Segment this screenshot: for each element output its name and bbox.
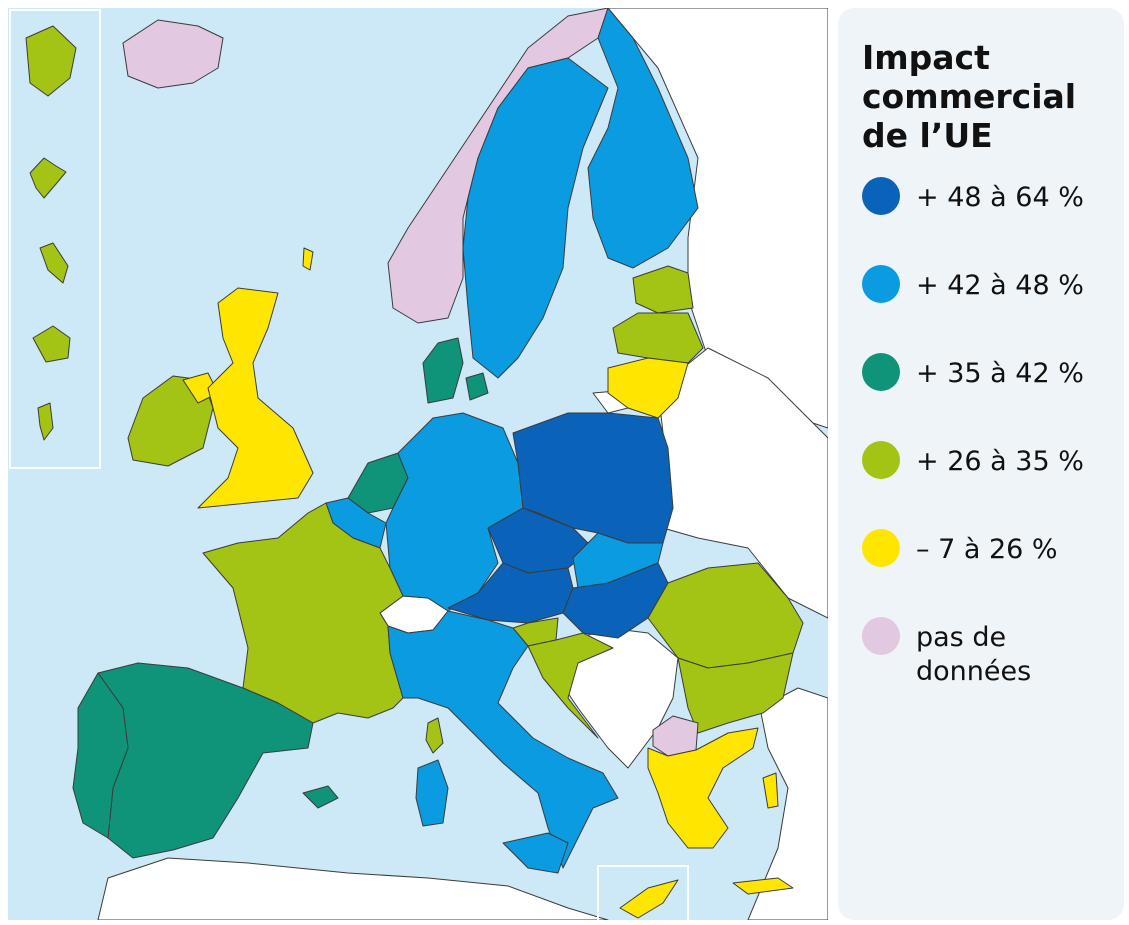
legend-label: + 48 à 64 %	[916, 182, 1084, 213]
region-bulgaria	[677, 652, 794, 734]
region-shetland	[302, 247, 314, 271]
overseas-inset-frame	[9, 9, 101, 469]
legend-label: + 42 à 48 %	[916, 270, 1084, 301]
region-balearic-islands	[302, 785, 339, 809]
region-sardinia	[415, 759, 449, 827]
region-sicily	[502, 832, 569, 874]
region-denmark-islands	[465, 372, 489, 401]
region-martinique	[39, 242, 69, 284]
region-france	[202, 502, 404, 724]
region-italy	[387, 610, 619, 869]
legend-item: + 26 à 35 %	[862, 441, 1124, 533]
region-corsica	[425, 717, 444, 754]
legend-panel: Impact commercial de l’UE + 48 à 64 % + …	[838, 8, 1124, 920]
legend-item: pas de données	[862, 617, 1124, 709]
region-reunion	[32, 325, 71, 363]
region-sweden	[462, 57, 609, 379]
legend-label: – 7 à 26 %	[916, 534, 1058, 565]
legend-list: + 48 à 64 % + 42 à 48 % + 35 à 42 % + 26…	[862, 177, 1124, 709]
legend-swatch-42-48	[862, 265, 900, 303]
region-guyane	[25, 25, 77, 97]
region-iceland	[122, 19, 224, 89]
europe-map	[8, 8, 828, 920]
turkey-land	[747, 687, 828, 920]
region-cyprus	[619, 879, 679, 919]
legend-swatch-no-data	[862, 617, 900, 655]
legend-item: + 48 à 64 %	[862, 177, 1124, 269]
legend-swatch-35-42	[862, 353, 900, 391]
region-mayotte	[37, 402, 54, 441]
legend-swatch-48-64	[862, 177, 900, 215]
region-latvia	[612, 312, 704, 364]
region-austria	[447, 562, 574, 624]
legend-swatch-26-35	[862, 441, 900, 479]
europe-map-svg	[9, 8, 828, 920]
north-africa-land	[97, 857, 609, 920]
region-united-kingdom	[197, 287, 314, 509]
region-finland	[587, 8, 699, 269]
legend-swatch-minus7-26	[862, 529, 900, 567]
region-aegean-islands	[762, 772, 779, 809]
region-portugal	[72, 672, 129, 839]
legend-label: + 35 à 42 %	[916, 358, 1084, 389]
region-estonia	[632, 265, 694, 314]
legend-title: Impact commercial de l’UE	[862, 38, 1077, 155]
legend-label: + 26 à 35 %	[916, 446, 1084, 477]
region-denmark	[422, 337, 464, 404]
legend-item: – 7 à 26 %	[862, 529, 1124, 621]
region-croatia	[527, 632, 614, 739]
russia-arctic-land	[607, 8, 828, 429]
region-guadeloupe	[29, 157, 67, 199]
region-greece	[647, 727, 759, 849]
region-lithuania	[607, 357, 689, 419]
region-crete	[732, 877, 794, 895]
cyprus-inset-frame	[597, 865, 689, 920]
legend-item: + 42 à 48 %	[862, 265, 1124, 357]
legend-label: pas de données	[916, 622, 1032, 687]
legend-item: + 35 à 42 %	[862, 353, 1124, 445]
